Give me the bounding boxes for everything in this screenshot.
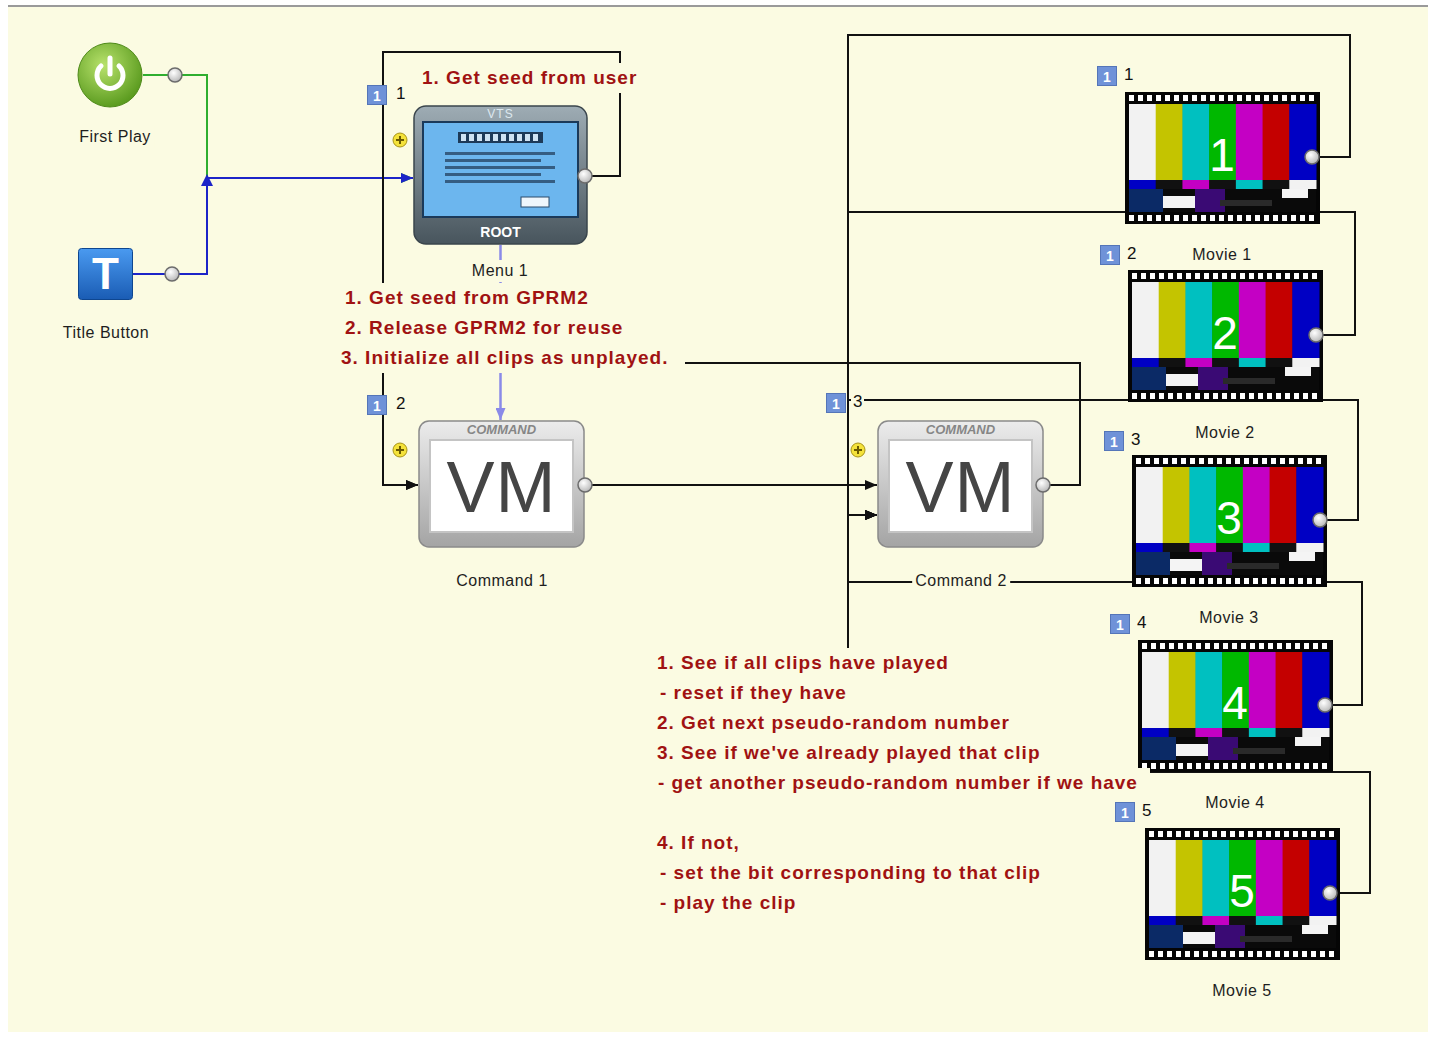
- annotation-note: 1. See if all clips have played: [655, 648, 951, 678]
- node-caption: Command 1: [453, 570, 551, 592]
- command-glyph: VM: [877, 451, 1044, 523]
- start-icon: First Play: [60, 40, 170, 152]
- node-caption: Movie 5: [1209, 980, 1275, 1002]
- clip-number: 2: [1200, 308, 1250, 358]
- annotation-note: - set the bit corresponding to that clip: [658, 858, 1043, 888]
- button-glyph: T: [78, 248, 133, 300]
- node-badge: 1: [1104, 431, 1124, 451]
- node-number: 2: [394, 394, 407, 414]
- movie-node: 3Movie 3: [1122, 455, 1337, 631]
- node-number: 1: [1122, 65, 1135, 85]
- annotation-note: 2. Get next pseudo-random number: [655, 708, 1012, 738]
- node-number: 5: [1140, 801, 1153, 821]
- annotation-note: 3. See if we've already played that clip: [655, 738, 1043, 768]
- connector: [585, 484, 877, 486]
- node-caption: Command 2: [912, 570, 1010, 592]
- node-number: 3: [1129, 430, 1142, 450]
- node-number: 1: [394, 84, 407, 104]
- node-number: 3: [851, 392, 864, 412]
- node-caption: First Play: [76, 126, 154, 148]
- menu-tag: VTS: [413, 107, 588, 121]
- annotation-note: 4. If not,: [655, 828, 742, 858]
- node-caption: Movie 1: [1189, 244, 1255, 266]
- annotation-note: - get another pseudo-random number if we…: [658, 768, 1150, 798]
- node-badge: 1: [1110, 614, 1130, 634]
- node-caption: Movie 4: [1202, 792, 1268, 814]
- command-tag: COMMAND: [877, 423, 1044, 437]
- junction-arrow: [201, 174, 213, 186]
- movie-node: 2Movie 2: [1118, 270, 1333, 446]
- menu-tag: ROOT: [413, 223, 588, 241]
- command-tag: COMMAND: [418, 423, 585, 437]
- power-icon: [77, 42, 143, 108]
- node-badge: 1: [367, 85, 387, 105]
- clip-number: 3: [1204, 493, 1254, 543]
- menu-node: VTS ROOT Menu 1: [405, 100, 595, 286]
- node-caption: Menu 1: [469, 260, 531, 282]
- node-badge: 1: [1115, 802, 1135, 822]
- connector: [383, 52, 620, 485]
- clip-number: 1: [1197, 130, 1247, 180]
- command-node: COMMAND VM Command 2: [869, 418, 1054, 594]
- node-badge: 1: [1100, 245, 1120, 265]
- node-badge: 1: [826, 393, 846, 413]
- movie-node: 1Movie 1: [1115, 92, 1330, 268]
- node-number: 4: [1135, 613, 1148, 633]
- movie-node: 5Movie 5: [1135, 828, 1350, 1004]
- annotation-note: 1. Get seed from GPRM2: [343, 283, 591, 313]
- clip-number: 4: [1210, 678, 1260, 728]
- connector: [133, 178, 413, 274]
- output-port: [165, 68, 1337, 900]
- annotation-note: 1. Get seed from user: [420, 63, 639, 93]
- node-badge: 1: [1097, 66, 1117, 86]
- node-badge: 1: [367, 395, 387, 415]
- connector: [143, 75, 413, 178]
- command-glyph: VM: [418, 451, 585, 523]
- title-button-node: T Title Button: [46, 246, 166, 346]
- annotation-note: 2. Release GPRM2 for reuse: [343, 313, 625, 343]
- annotation-note: - play the clip: [658, 888, 798, 918]
- clip-number: 5: [1217, 866, 1267, 916]
- node-caption: Movie 3: [1196, 607, 1262, 629]
- command-node: COMMAND VM Command 1: [410, 418, 595, 594]
- node-caption: Title Button: [60, 322, 152, 344]
- movie-node: 4Movie 4: [1128, 640, 1343, 816]
- node-number: 2: [1125, 244, 1138, 264]
- node-caption: Movie 2: [1192, 422, 1258, 444]
- annotation-note: - reset if they have: [658, 678, 849, 708]
- annotation-note: 3. Initialize all clips as unplayed.: [341, 343, 685, 373]
